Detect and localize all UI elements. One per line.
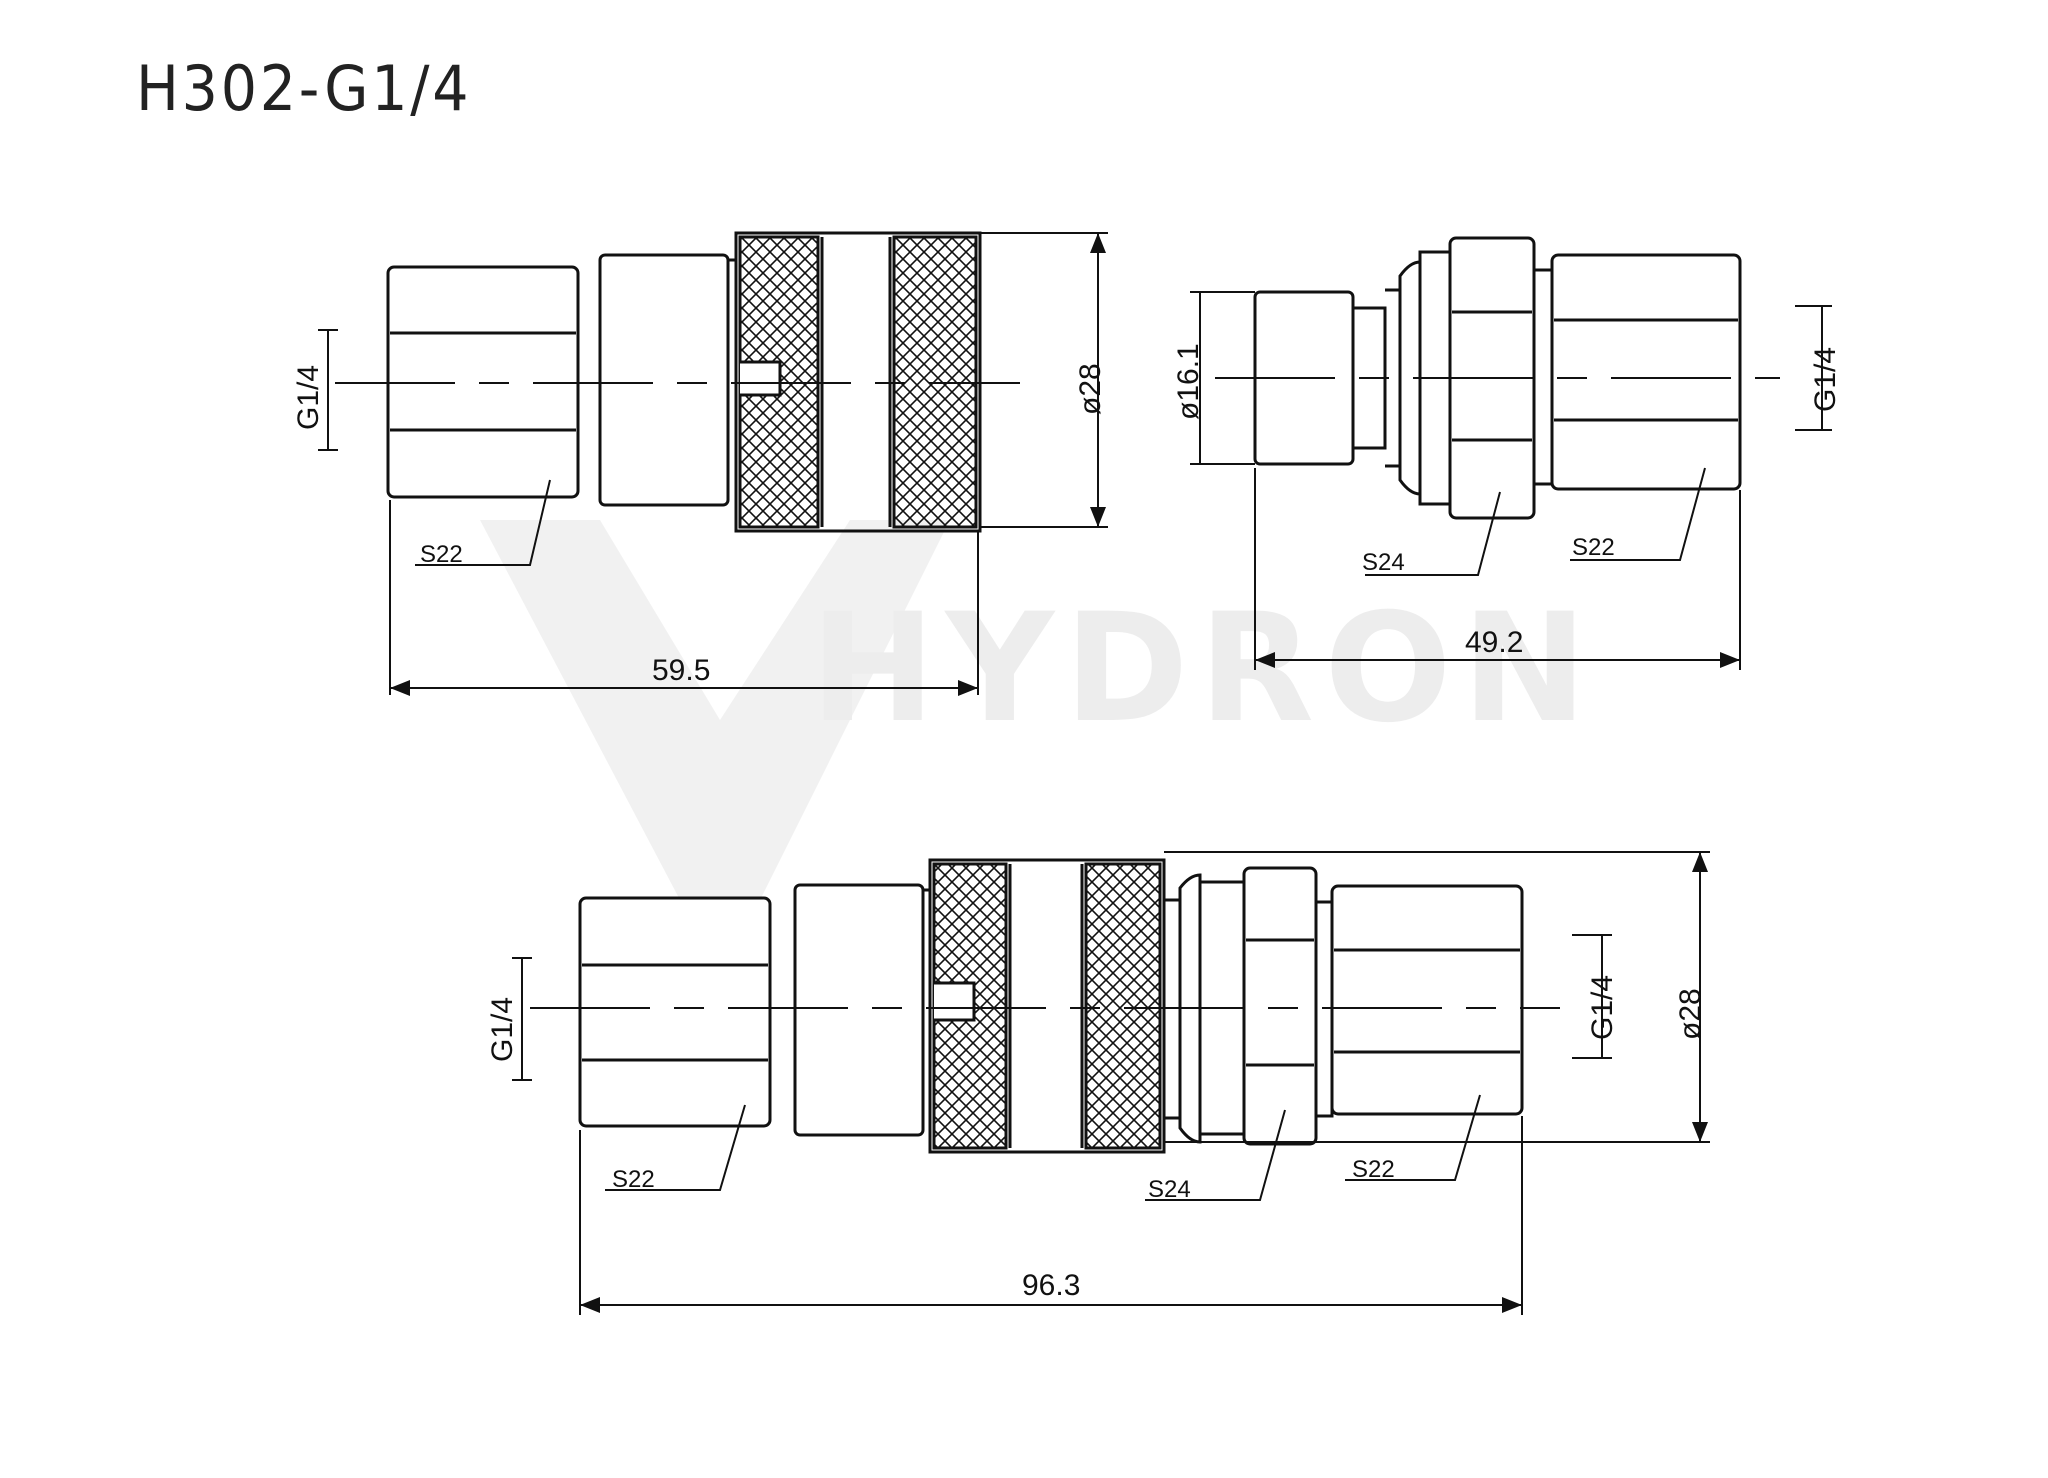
assembly-hex-right-label: S22 xyxy=(1352,1156,1395,1183)
drawing-title: H302-G1/4 xyxy=(136,52,472,125)
nipple-drawing xyxy=(1190,236,1832,670)
coupler-diameter-label: ø28 xyxy=(1074,363,1107,415)
assembly-hex-mid-label: S24 xyxy=(1148,1176,1191,1203)
nipple-length-label: 49.2 xyxy=(1465,626,1523,659)
coupler-drawing xyxy=(318,231,1108,696)
assembly-hex-left-label: S22 xyxy=(612,1166,655,1193)
assembly-length-label: 96.3 xyxy=(1022,1269,1080,1302)
assembly-drawing xyxy=(512,851,1710,1315)
nipple-diameter-label: ø16.1 xyxy=(1172,343,1205,420)
nipple-hex-end-label: S22 xyxy=(1572,534,1615,561)
coupler-length-label: 59.5 xyxy=(652,654,710,687)
assembly-thread-left-label: G1/4 xyxy=(486,997,519,1062)
nipple-hex-body-label: S24 xyxy=(1362,549,1405,576)
watermark-logo: HYDRON xyxy=(480,520,1597,900)
assembly-diameter-label: ø28 xyxy=(1674,988,1707,1040)
nipple-thread-label: G1/4 xyxy=(1809,347,1842,412)
watermark-text: HYDRON xyxy=(810,582,1597,756)
coupler-thread-label: G1/4 xyxy=(292,365,325,430)
assembly-thread-right-label: G1/4 xyxy=(1586,975,1619,1040)
coupler-hex-label: S22 xyxy=(420,541,463,568)
